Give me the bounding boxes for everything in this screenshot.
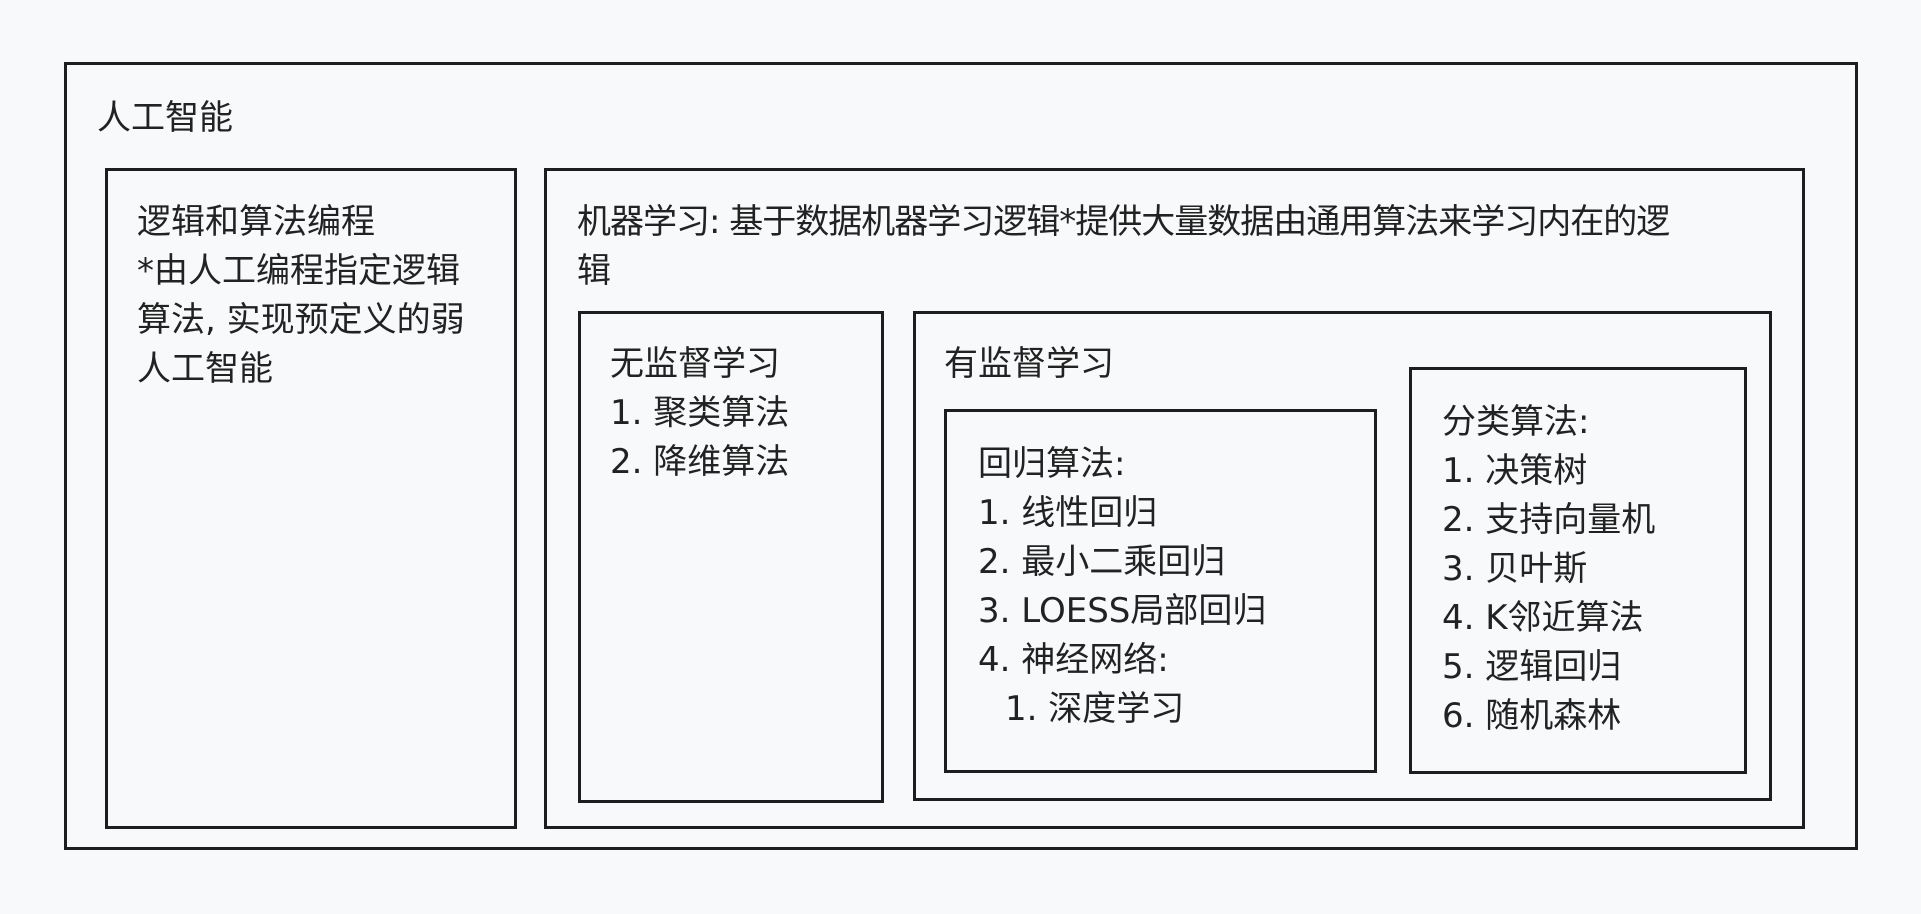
list-item: 5. 逻辑回归 bbox=[1442, 647, 1622, 687]
unsupervised-box bbox=[578, 311, 884, 803]
list-item: 1. 聚类算法 bbox=[610, 393, 790, 433]
list-item: 3. LOESS局部回归 bbox=[978, 591, 1267, 631]
list-item: 4. K邻近算法 bbox=[1442, 598, 1644, 638]
unsupervised-title: 无监督学习 bbox=[610, 344, 780, 384]
text-line: 算法, 实现预定义的弱 bbox=[137, 300, 465, 340]
list-item: 2. 降维算法 bbox=[610, 442, 790, 482]
sub-list-item: 1. 深度学习 bbox=[1005, 689, 1185, 729]
list-item: 3. 贝叶斯 bbox=[1442, 549, 1588, 589]
machine-learning-text: 机器学习: 基于数据机器学习逻辑*提供大量数据由通用算法来学习内在的逻辑 bbox=[577, 198, 1670, 296]
regression-text: 回归算法: 1. 线性回归 2. 最小二乘回归 3. LOESS局部回归 4. 神经网络… bbox=[978, 440, 1266, 734]
text-line: 逻辑和算法编程 bbox=[137, 202, 375, 242]
list-item: 2. 最小二乘回归 bbox=[978, 542, 1226, 582]
list-item: 2. 支持向量机 bbox=[1442, 500, 1656, 540]
ai-title: 人工智能 bbox=[97, 98, 233, 138]
regression-box bbox=[944, 409, 1377, 773]
list-item: 1. 决策树 bbox=[1442, 451, 1588, 491]
logic-programming-box bbox=[105, 168, 517, 829]
classification-title: 分类算法: bbox=[1442, 402, 1590, 442]
list-item: 1. 线性回归 bbox=[978, 493, 1158, 533]
text-line: 辑 bbox=[577, 251, 611, 291]
text-line: *由人工编程指定逻辑 bbox=[137, 251, 460, 291]
supervised-title: 有监督学习 bbox=[944, 344, 1114, 384]
classification-text: 分类算法: 1. 决策树 2. 支持向量机 3. 贝叶斯 4. K邻近算法 5. 逻辑回归… bbox=[1442, 398, 1655, 741]
text-line: 人工智能 bbox=[137, 349, 273, 389]
regression-title: 回归算法: bbox=[978, 444, 1126, 484]
unsupervised-text: 无监督学习 1. 聚类算法 2. 降维算法 bbox=[610, 340, 789, 487]
text-line: 机器学习: 基于数据机器学习逻辑*提供大量数据由通用算法来学习内在的逻 bbox=[577, 202, 1670, 242]
classification-box bbox=[1409, 367, 1747, 774]
list-item: 6. 随机森林 bbox=[1442, 696, 1622, 736]
logic-programming-text: 逻辑和算法编程 *由人工编程指定逻辑算法, 实现预定义的弱人工智能 bbox=[137, 198, 465, 394]
list-item: 4. 神经网络: bbox=[978, 640, 1169, 680]
